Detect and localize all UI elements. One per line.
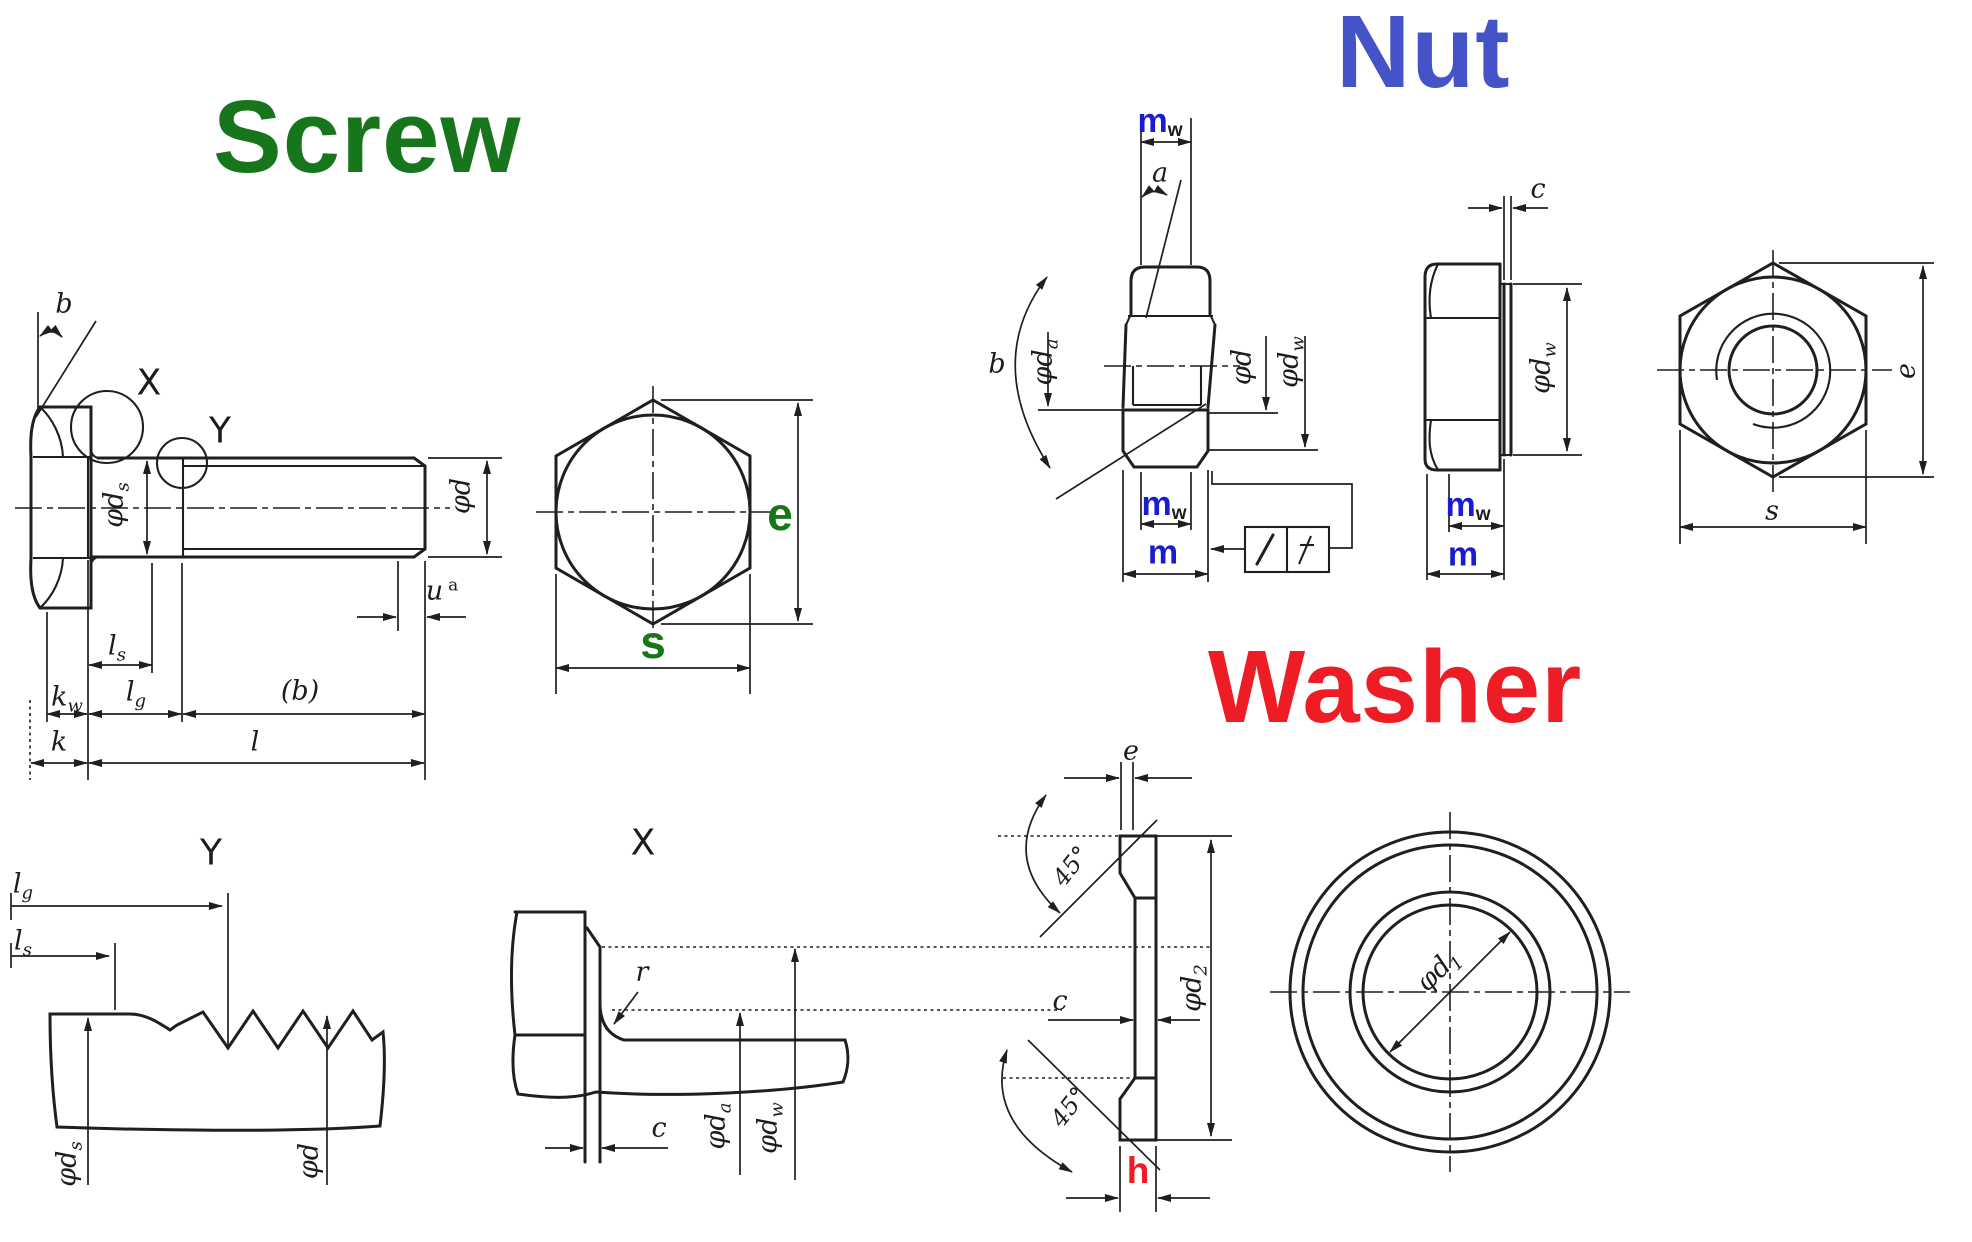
nut-dim-mw: mw — [1141, 485, 1187, 524]
screw-side-view-drawing — [15, 312, 502, 780]
nut-side-dim-m: m — [1447, 535, 1479, 574]
nut-side-dim-phi-dw: φdw — [1525, 342, 1561, 394]
screw-dim-lg: lg — [125, 676, 147, 712]
screw-hex-view-drawing — [536, 386, 813, 694]
fillet-detail-title: X — [630, 822, 656, 864]
nut-dim-a: a — [1151, 157, 1169, 189]
nut-dim-mw-top: mw — [1137, 102, 1183, 141]
nut-dim-m: m — [1147, 533, 1179, 572]
nut-side-dim-mw: mw — [1445, 486, 1491, 525]
screw-dim-b-thread: (b) — [280, 675, 320, 707]
screw-dim-l: l — [250, 726, 260, 758]
fillet-dim-phi-da: φda — [700, 1102, 736, 1150]
washer-dim-phi-d2: φd2 — [1176, 964, 1212, 1012]
fillet-detail-drawing — [510, 910, 1212, 1180]
nut-face-dim-e: e — [1890, 363, 1922, 379]
screw-dim-e: e — [767, 488, 793, 540]
thread-dim-phi-ds: φds — [51, 1141, 87, 1187]
screw-dim-k: k — [50, 726, 68, 758]
fillet-dim-c: c — [651, 1112, 667, 1144]
washer-dim-e: e — [1123, 735, 1139, 767]
screw-detail-x-marker: X — [136, 362, 162, 404]
thread-dim-phi-d: φd — [293, 1142, 325, 1180]
nut-dim-phi-d: φd — [1226, 348, 1258, 386]
nut-side-view-drawing — [1423, 196, 1582, 580]
nut-section-view-drawing — [1014, 118, 1353, 582]
nut-side-dim-c: c — [1530, 173, 1546, 205]
screw-detail-y-marker: Y — [209, 410, 231, 452]
fillet-dim-phi-dw: φdw — [752, 1102, 788, 1154]
nut-face-view-drawing — [1657, 250, 1934, 544]
thread-dim-lg: lg — [12, 868, 34, 904]
thread-detail-title: Y — [200, 832, 222, 874]
screw-dim-phi-ds: φds — [98, 482, 134, 528]
washer-title: Washer — [1208, 629, 1583, 744]
washer-dim-c: c — [1052, 985, 1068, 1017]
nut-face-dim-s: s — [1765, 495, 1779, 527]
washer-section-view-drawing — [998, 762, 1232, 1212]
screw-dim-kw: kw — [51, 681, 83, 717]
washer-face-view-drawing — [1270, 812, 1630, 1172]
screw-title: Screw — [213, 79, 522, 194]
screw-dim-phi-d: φd — [445, 477, 477, 515]
screw-dim-ls: ls — [108, 630, 126, 666]
washer-dim-h: h — [1126, 1150, 1150, 1191]
nut-dim-b: b — [988, 348, 1006, 380]
nut-title: Nut — [1336, 0, 1511, 109]
screw-dim-b: b — [55, 288, 73, 320]
thread-detail-drawing — [10, 893, 386, 1185]
nut-dim-phi-dw: φdw — [1273, 336, 1309, 388]
nut-dim-phi-da: φda — [1027, 338, 1063, 386]
fillet-dim-r: r — [635, 956, 649, 988]
thread-dim-ls: ls — [14, 925, 32, 961]
screw-dim-s: s — [640, 616, 666, 668]
